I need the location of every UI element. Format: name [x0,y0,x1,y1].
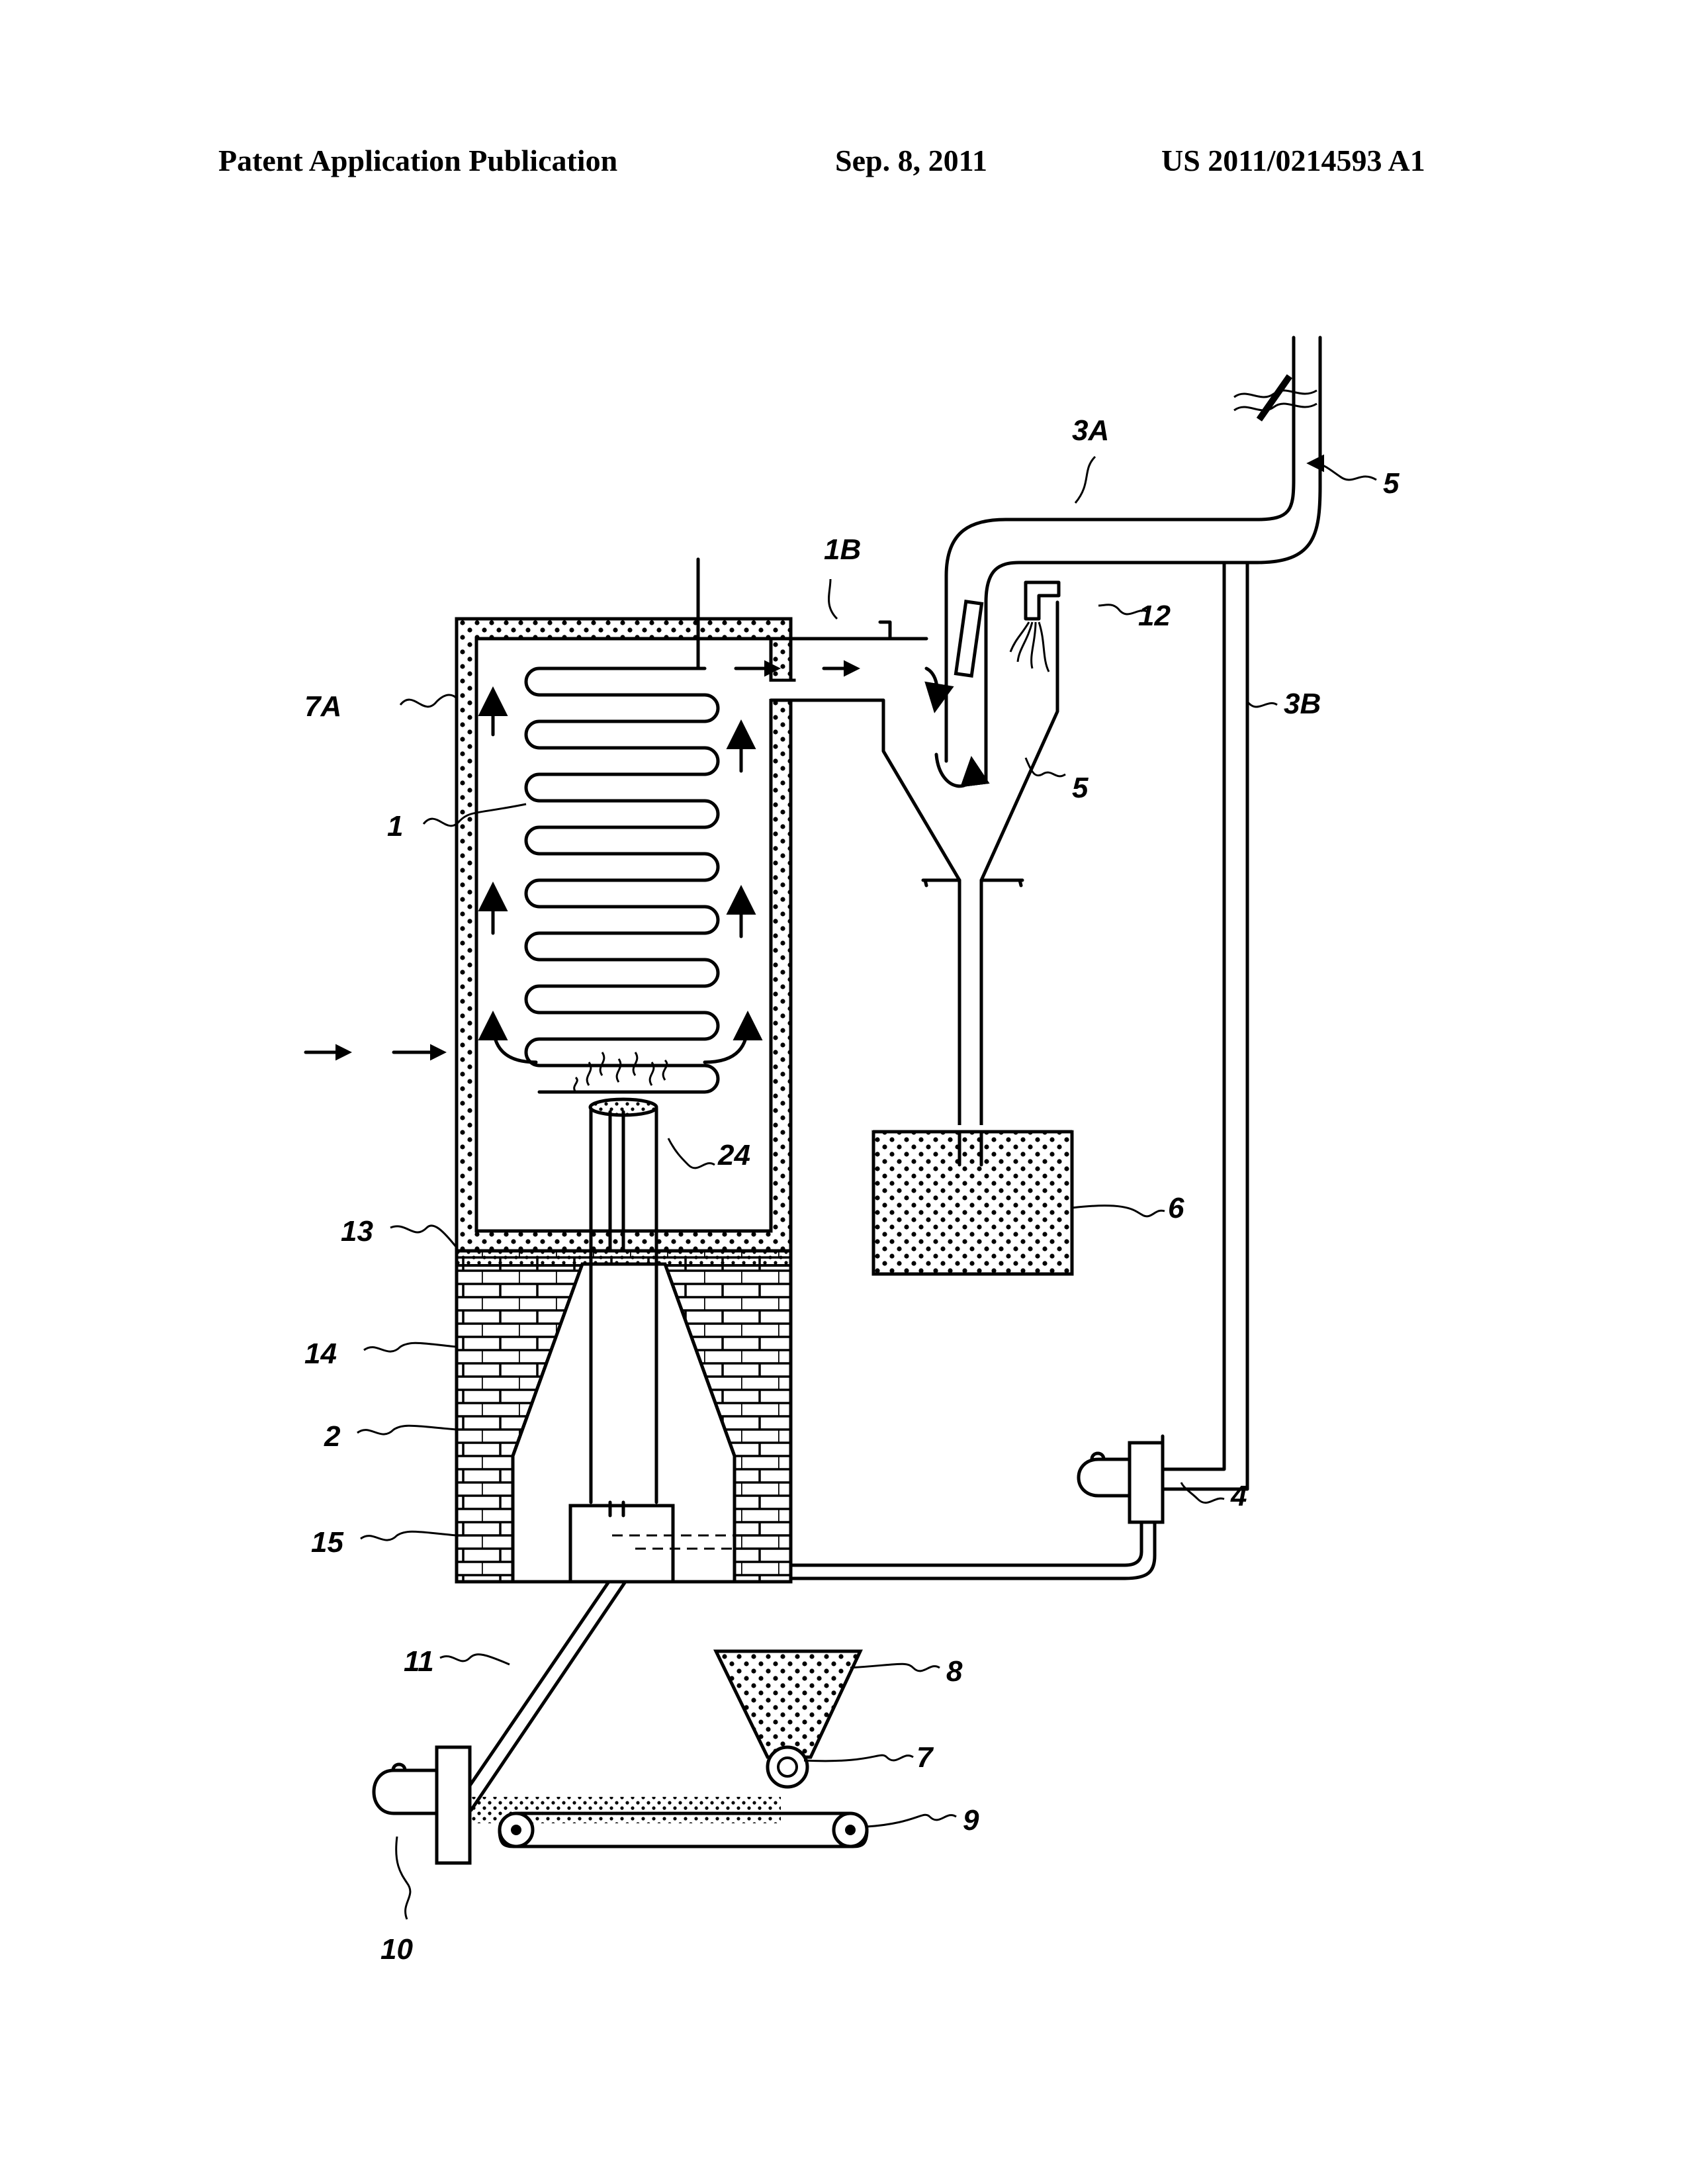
label-1b: 1B [824,533,861,566]
label-5-cyclone: 5 [1072,772,1089,804]
exhaust-stack [1234,375,1317,422]
fan-10 [374,1747,470,1863]
label-12: 12 [1138,600,1171,632]
feed-line [460,1582,625,1810]
label-2: 2 [324,1420,341,1453]
label-11: 11 [404,1645,434,1678]
label-9: 9 [963,1804,979,1837]
label-3b: 3B [1284,688,1321,720]
label-5-damper: 5 [1383,467,1400,500]
label-7a: 7A [304,690,341,723]
label-24: 24 [717,1139,750,1171]
label-6: 6 [1168,1192,1184,1224]
label-8: 8 [946,1655,963,1688]
label-3a: 3A [1072,414,1109,447]
label-14: 14 [304,1338,337,1370]
brick-furnace-base [457,1251,791,1582]
conveyor-belt [470,1797,867,1846]
fuel-hopper [716,1651,860,1787]
fan-4 [791,1433,1247,1578]
ash-container [872,1125,1073,1274]
label-7: 7 [916,1741,934,1774]
label-10: 10 [380,1933,413,1966]
label-15: 15 [311,1526,343,1559]
label-4: 4 [1230,1480,1247,1512]
label-13: 13 [341,1215,373,1248]
label-1: 1 [387,810,403,842]
